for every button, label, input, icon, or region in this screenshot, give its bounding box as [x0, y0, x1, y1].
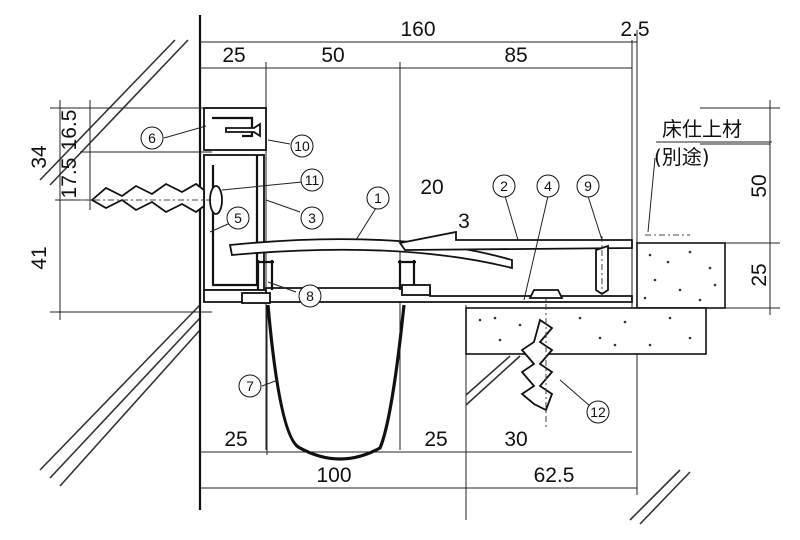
- extension-lines: [265, 30, 638, 520]
- dim-bot-25b: 25: [424, 428, 447, 451]
- dim-bot-62-5: 62.5: [534, 464, 575, 487]
- svg-text:3: 3: [308, 210, 316, 226]
- callout-2: 2: [492, 174, 516, 198]
- callout-10: 10: [290, 134, 314, 158]
- callout-7: 7: [238, 374, 262, 398]
- svg-text:8: 8: [306, 288, 314, 304]
- svg-text:1: 1: [374, 190, 382, 206]
- svg-text:11: 11: [305, 172, 320, 188]
- dim-top-85: 85: [504, 44, 527, 67]
- callout-12: 12: [586, 400, 610, 424]
- wall-hatching: [39, 30, 201, 487]
- svg-text:12: 12: [590, 404, 606, 420]
- callout-6: 6: [140, 126, 164, 150]
- floor-hatching: [465, 355, 691, 525]
- dim-right-50: 50: [748, 174, 771, 197]
- callout-4: 4: [536, 174, 560, 198]
- wall-frame-profile: [203, 107, 271, 303]
- rubber-seal: [266, 304, 406, 461]
- callout-11: 11: [300, 168, 324, 192]
- svg-text:6: 6: [148, 130, 156, 146]
- svg-text:9: 9: [584, 178, 592, 194]
- dim-bot-30: 30: [504, 428, 527, 451]
- dim-left-17-5: 17.5: [58, 158, 81, 199]
- svg-text:2: 2: [500, 178, 508, 194]
- concrete-dots: [478, 250, 717, 347]
- callout-9: 9: [576, 174, 600, 198]
- dim-bot-100: 100: [316, 464, 351, 487]
- dim-top-2-5: 2.5: [620, 18, 649, 41]
- dim-top-total: 160: [400, 18, 435, 41]
- left-dimension-lines: [50, 100, 212, 320]
- dim-top-50: 50: [321, 44, 344, 67]
- svg-text:10: 10: [294, 138, 310, 154]
- screw: [595, 236, 609, 296]
- dim-bot-25a: 25: [224, 428, 247, 451]
- dim-left-16-5: 16.5: [58, 110, 81, 151]
- dim-left-34: 34: [28, 145, 51, 169]
- note-separate: (別途): [654, 145, 710, 169]
- top-dimension-lines: [200, 41, 637, 69]
- note-floor-finish: 床仕上材: [662, 117, 742, 141]
- callout-5: 5: [226, 206, 250, 230]
- dim-top-25: 25: [222, 44, 245, 67]
- dim-right-25: 25: [748, 263, 771, 286]
- dim-mid-3: 3: [458, 210, 470, 233]
- svg-text:4: 4: [544, 178, 552, 194]
- svg-text:5: 5: [234, 210, 242, 226]
- left-anchor: [80, 122, 261, 215]
- callout-8: 8: [298, 284, 322, 308]
- cover-plate: [228, 230, 633, 303]
- clips: [241, 260, 431, 304]
- right-anchor: [520, 289, 564, 430]
- concrete-slab: [465, 234, 726, 355]
- svg-text:7: 7: [246, 378, 254, 394]
- dim-left-41: 41: [28, 246, 51, 269]
- callout-1: 1: [366, 186, 390, 210]
- callout-3: 3: [300, 206, 324, 230]
- dim-mid-20: 20: [420, 176, 443, 199]
- bottom-dimension-lines: [200, 451, 637, 489]
